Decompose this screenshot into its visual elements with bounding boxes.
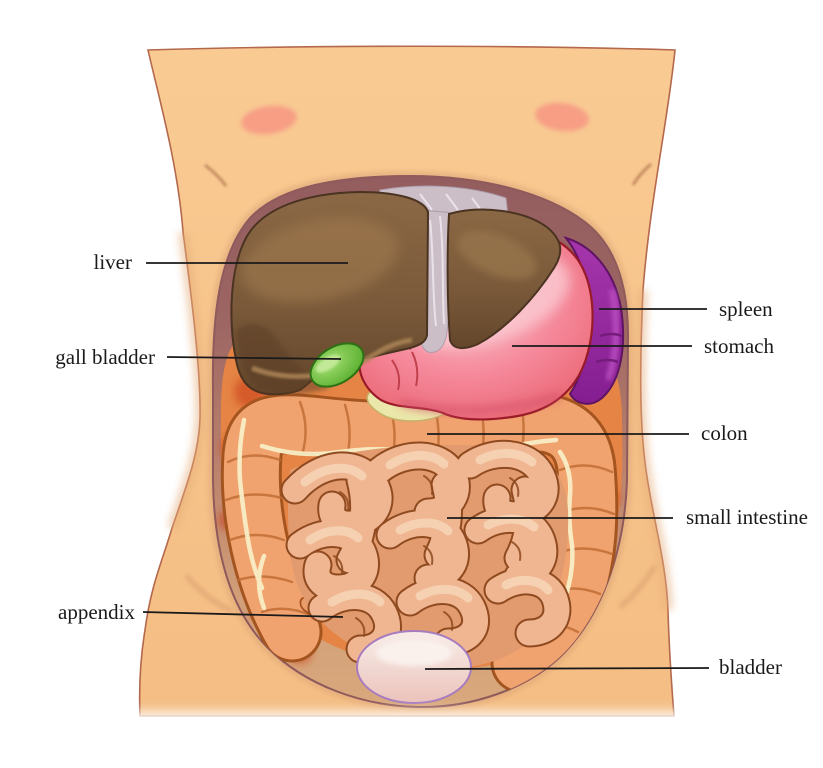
- label-bladder: bladder: [719, 655, 782, 679]
- label-stomach: stomach: [704, 334, 774, 358]
- intestine-creases: [333, 475, 522, 637]
- label-liver: liver: [93, 250, 132, 274]
- leader-lines: [142, 262, 710, 670]
- intestine-loops: [280, 439, 572, 664]
- left-nipple: [241, 105, 297, 135]
- colon-tube: [223, 395, 616, 691]
- intestine-highlights: [300, 449, 553, 607]
- leader-line-appendix: [142, 611, 344, 618]
- right-nipple: [535, 102, 589, 132]
- bladder-shape: [356, 630, 472, 704]
- bottom-fade: [100, 712, 730, 752]
- viscera: [218, 185, 625, 704]
- leader-line-gall-bladder: [166, 356, 342, 360]
- label-spleen: spleen: [719, 297, 773, 321]
- left-armpit-crease: [204, 163, 228, 187]
- label-colon: colon: [701, 421, 748, 445]
- leader-line-bladder: [424, 667, 710, 670]
- left-edge-shadow: [167, 231, 206, 530]
- right-edge-shadow: [635, 289, 673, 611]
- right-hip-crease: [618, 564, 657, 609]
- right-armpit-crease: [631, 162, 652, 186]
- label-small-intestine: small intestine: [686, 505, 808, 529]
- left-hip-crease: [184, 573, 233, 613]
- small-intestine-shape: [280, 439, 572, 669]
- liver-shape: [230, 190, 562, 396]
- label-appendix: appendix: [58, 600, 135, 624]
- label-gall-bladder: gall bladder: [55, 345, 155, 369]
